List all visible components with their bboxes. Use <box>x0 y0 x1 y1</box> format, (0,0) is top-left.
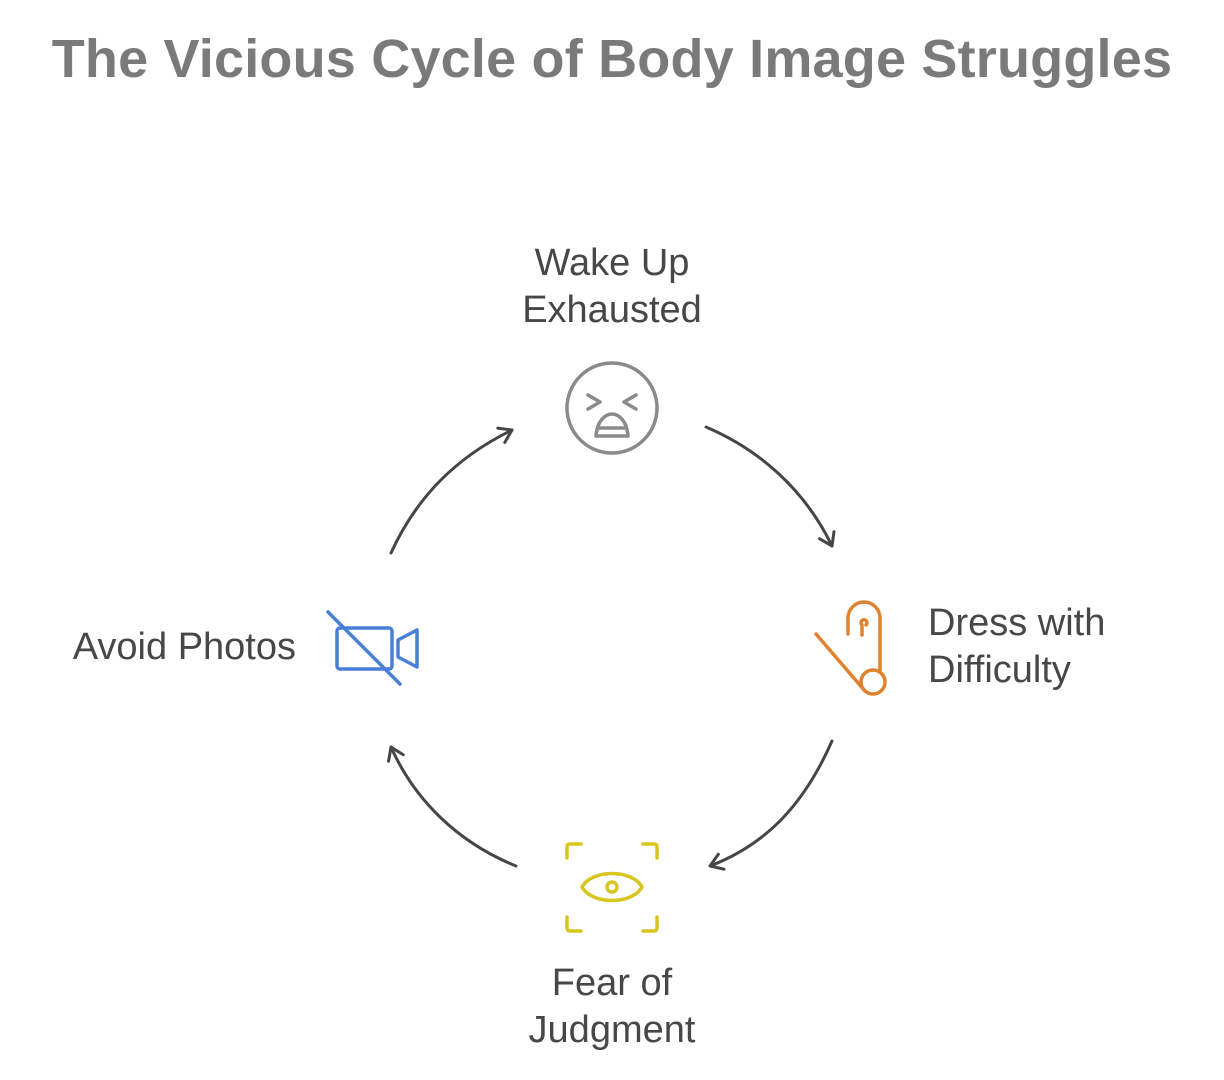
step-label-line: Wake Up <box>534 242 690 284</box>
step-label-line: Fear of <box>551 962 673 1004</box>
step-label-line: Dress with <box>928 602 1106 644</box>
step-label-dress: Dress with Difficulty <box>928 600 1105 694</box>
tired-face-icon <box>565 361 659 455</box>
arrow-avoid-to-wake <box>389 426 514 555</box>
step-label-line: Difficulty <box>928 649 1071 691</box>
step-label-avoid-photos: Avoid Photos <box>40 624 296 671</box>
step-label-fear: Fear of Judgment <box>462 960 762 1054</box>
step-label-wake-up: Wake Up Exhausted <box>462 240 762 334</box>
diagram-title: The Vicious Cycle of Body Image Struggle… <box>51 29 1173 89</box>
step-label-line: Avoid Photos <box>72 626 296 668</box>
video-off-icon <box>326 610 419 686</box>
eye-scan-icon <box>565 842 659 933</box>
arrow-wake-to-dress <box>704 425 836 548</box>
step-label-line: Judgment <box>528 1009 696 1051</box>
arrow-dress-to-fear <box>708 739 834 871</box>
arrow-fear-to-avoid <box>387 745 518 868</box>
safety-pin-icon <box>814 600 887 696</box>
step-label-line: Exhausted <box>522 289 702 331</box>
